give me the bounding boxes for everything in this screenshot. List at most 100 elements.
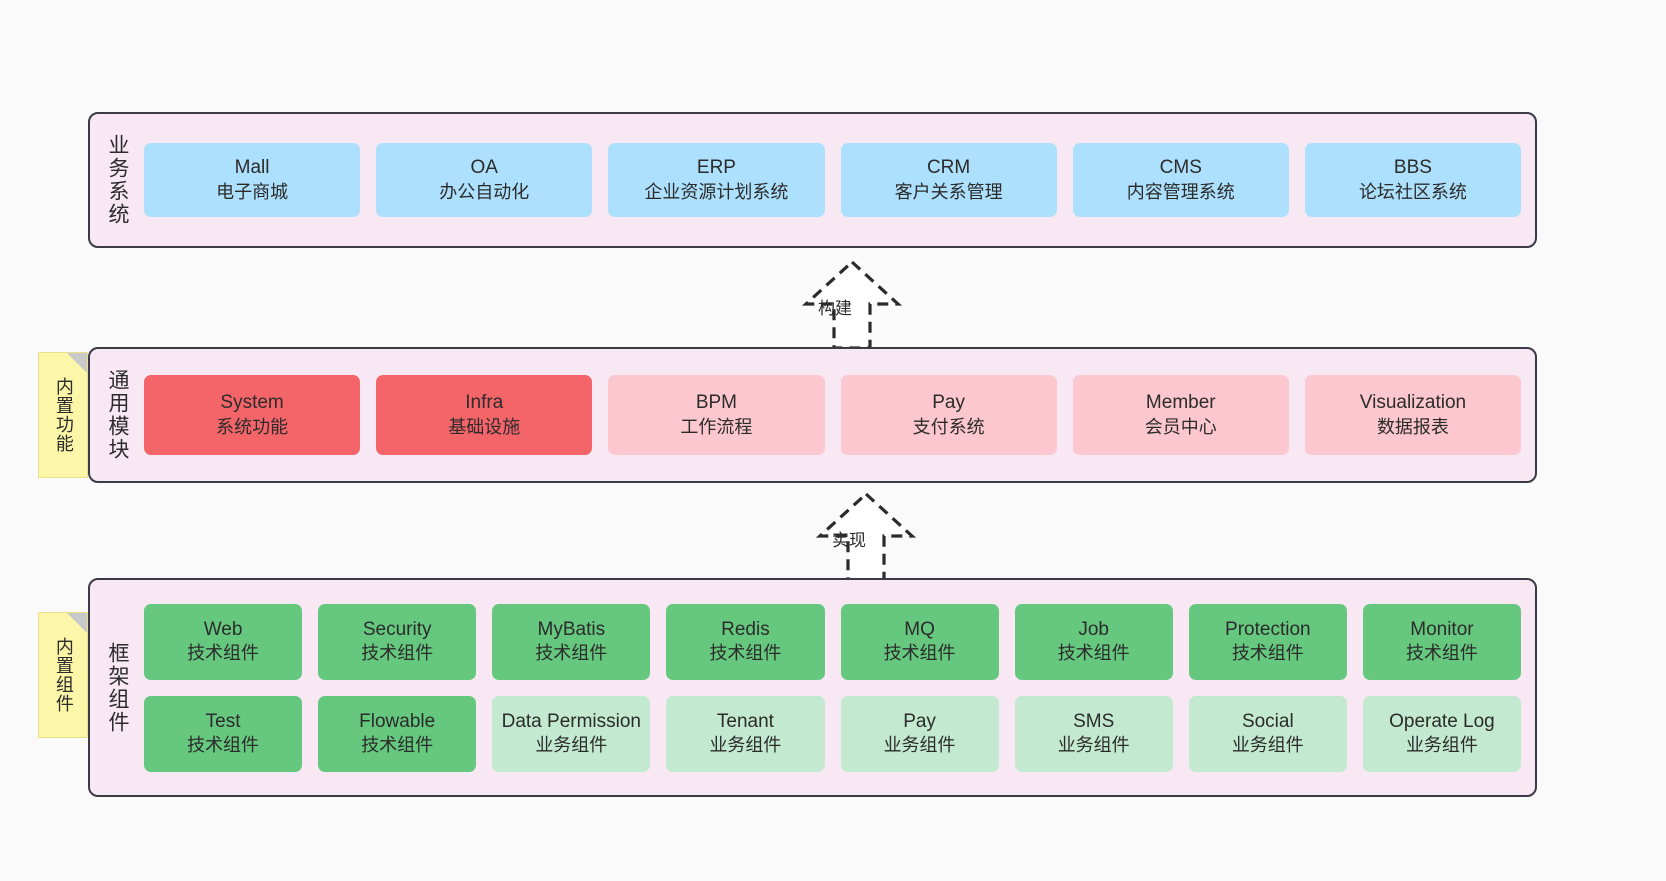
node-title: Social — [1241, 710, 1294, 732]
node-subtitle: 客户关系管理 — [894, 181, 1003, 202]
node-cms[interactable]: CMS 内容管理系统 — [1072, 143, 1289, 217]
node-mall[interactable]: Mall 电子商城 — [144, 143, 361, 217]
node-subtitle: 业务组件 — [1405, 735, 1478, 756]
node-subtitle: 工作流程 — [680, 416, 753, 437]
node-title: Operate Log — [1389, 710, 1495, 732]
layer-common: 通用模块 System 系统功能 Infra 基础设施 BPM 工作流程 — [88, 347, 1537, 483]
node-title: Monitor — [1410, 618, 1474, 640]
node-sms[interactable]: SMS 业务组件 — [1014, 695, 1173, 772]
node-test[interactable]: Test 技术组件 — [144, 695, 303, 772]
node-title: Visualization — [1359, 392, 1467, 414]
node-title: Redis — [721, 618, 770, 640]
node-infra[interactable]: Infra 基础设施 — [376, 375, 593, 455]
node-title: Pay — [903, 710, 936, 732]
node-subtitle: 支付系统 — [912, 416, 985, 437]
node-pay-business[interactable]: Pay 业务组件 — [840, 695, 999, 772]
connector-implement: 实现 — [766, 490, 966, 582]
node-subtitle: 技术组件 — [1057, 643, 1130, 664]
node-title: OA — [470, 157, 498, 179]
node-web[interactable]: Web 技术组件 — [144, 603, 303, 680]
node-subtitle: 办公自动化 — [439, 181, 530, 202]
node-row: System 系统功能 Infra 基础设施 BPM 工作流程 Pay 支付系统 — [144, 375, 1522, 455]
note-label: 内置功能 — [53, 377, 74, 453]
node-tenant[interactable]: Tenant 业务组件 — [666, 695, 825, 772]
node-title: Tenant — [716, 710, 774, 732]
node-subtitle: 技术组件 — [187, 643, 260, 664]
node-system[interactable]: System 系统功能 — [144, 375, 361, 455]
node-title: Flowable — [359, 710, 436, 732]
node-bbs[interactable]: BBS 论坛社区系统 — [1304, 143, 1522, 217]
node-title: Test — [205, 710, 241, 732]
node-title: SMS — [1073, 710, 1115, 732]
node-mybatis[interactable]: MyBatis 技术组件 — [492, 603, 651, 680]
note-fold-icon — [67, 613, 87, 633]
connector-build-arrow — [801, 259, 903, 350]
layer-business-rows: Mall 电子商城 OA 办公自动化 ERP 企业资源计划系统 CRM 客户关系… — [144, 143, 1522, 217]
node-subtitle: 业务组件 — [1057, 735, 1130, 756]
node-flowable[interactable]: Flowable 技术组件 — [318, 695, 477, 772]
connector-build-label: 构建 — [818, 299, 852, 318]
node-pay[interactable]: Pay 支付系统 — [840, 375, 1057, 455]
layer-framework-caption: 框架组件 — [106, 641, 130, 734]
node-title: Protection — [1225, 618, 1311, 640]
node-title: Data Permission — [501, 710, 641, 732]
node-title: Mall — [234, 157, 270, 179]
node-subtitle: 技术组件 — [1405, 643, 1478, 664]
node-member[interactable]: Member 会员中心 — [1072, 375, 1289, 455]
layer-framework-rows: Web 技术组件 Security 技术组件 MyBatis 技术组件 Redi… — [144, 603, 1521, 772]
node-title: CMS — [1159, 157, 1202, 179]
node-subtitle: 技术组件 — [361, 735, 434, 756]
node-row: Mall 电子商城 OA 办公自动化 ERP 企业资源计划系统 CRM 客户关系… — [144, 143, 1522, 217]
node-erp[interactable]: ERP 企业资源计划系统 — [608, 143, 825, 217]
node-data-permission[interactable]: Data Permission 业务组件 — [492, 695, 651, 772]
layer-common-body: System 系统功能 Infra 基础设施 BPM 工作流程 Pay 支付系统 — [144, 349, 1535, 481]
connector-build: 构建 — [752, 258, 952, 350]
node-subtitle: 业务组件 — [709, 735, 782, 756]
node-protection[interactable]: Protection 技术组件 — [1188, 603, 1347, 680]
node-title: Job — [1078, 618, 1109, 640]
node-title: Member — [1145, 392, 1216, 414]
note-built-in-components: 内置组件 — [38, 612, 88, 738]
node-subtitle: 数据报表 — [1376, 416, 1449, 437]
node-subtitle: 业务组件 — [883, 735, 956, 756]
layer-framework: 框架组件 Web 技术组件 Security 技术组件 MyBatis 技术组件 — [88, 578, 1537, 797]
node-job[interactable]: Job 技术组件 — [1014, 603, 1173, 680]
node-title: CRM — [926, 157, 971, 179]
node-title: Web — [203, 618, 243, 640]
node-subtitle: 技术组件 — [361, 643, 434, 664]
node-crm[interactable]: CRM 客户关系管理 — [840, 143, 1057, 217]
node-title: Pay — [932, 392, 965, 414]
layer-business-body: Mall 电子商城 OA 办公自动化 ERP 企业资源计划系统 CRM 客户关系… — [144, 114, 1535, 246]
node-subtitle: 会员中心 — [1144, 416, 1217, 437]
node-subtitle: 系统功能 — [216, 416, 289, 437]
node-bpm[interactable]: BPM 工作流程 — [608, 375, 825, 455]
connector-implement-label: 实现 — [832, 531, 866, 550]
node-operate-log[interactable]: Operate Log 业务组件 — [1362, 695, 1521, 772]
node-title: BBS — [1393, 157, 1432, 179]
node-redis[interactable]: Redis 技术组件 — [666, 603, 825, 680]
node-subtitle: 技术组件 — [187, 735, 260, 756]
node-subtitle: 论坛社区系统 — [1358, 181, 1467, 202]
node-monitor[interactable]: Monitor 技术组件 — [1362, 603, 1521, 680]
node-oa[interactable]: OA 办公自动化 — [376, 143, 593, 217]
note-label: 内置组件 — [53, 637, 74, 713]
node-subtitle: 基础设施 — [448, 416, 521, 437]
node-visualization[interactable]: Visualization 数据报表 — [1304, 375, 1522, 455]
node-title: MyBatis — [537, 618, 606, 640]
node-title: System — [220, 392, 284, 414]
layer-common-caption: 通用模块 — [106, 369, 130, 461]
node-subtitle: 电子商城 — [216, 181, 289, 202]
node-title: Infra — [465, 392, 504, 414]
node-mq[interactable]: MQ 技术组件 — [840, 603, 999, 680]
node-title: MQ — [904, 618, 935, 640]
node-row: Test 技术组件 Flowable 技术组件 Data Permission … — [144, 695, 1521, 772]
node-social[interactable]: Social 业务组件 — [1188, 695, 1347, 772]
node-title: Security — [362, 618, 432, 640]
layer-common-rows: System 系统功能 Infra 基础设施 BPM 工作流程 Pay 支付系统 — [144, 375, 1522, 455]
node-subtitle: 企业资源计划系统 — [644, 181, 789, 202]
node-security[interactable]: Security 技术组件 — [318, 603, 477, 680]
node-subtitle: 业务组件 — [535, 735, 608, 756]
node-subtitle: 技术组件 — [535, 643, 608, 664]
layer-business-caption: 业务系统 — [106, 134, 130, 226]
